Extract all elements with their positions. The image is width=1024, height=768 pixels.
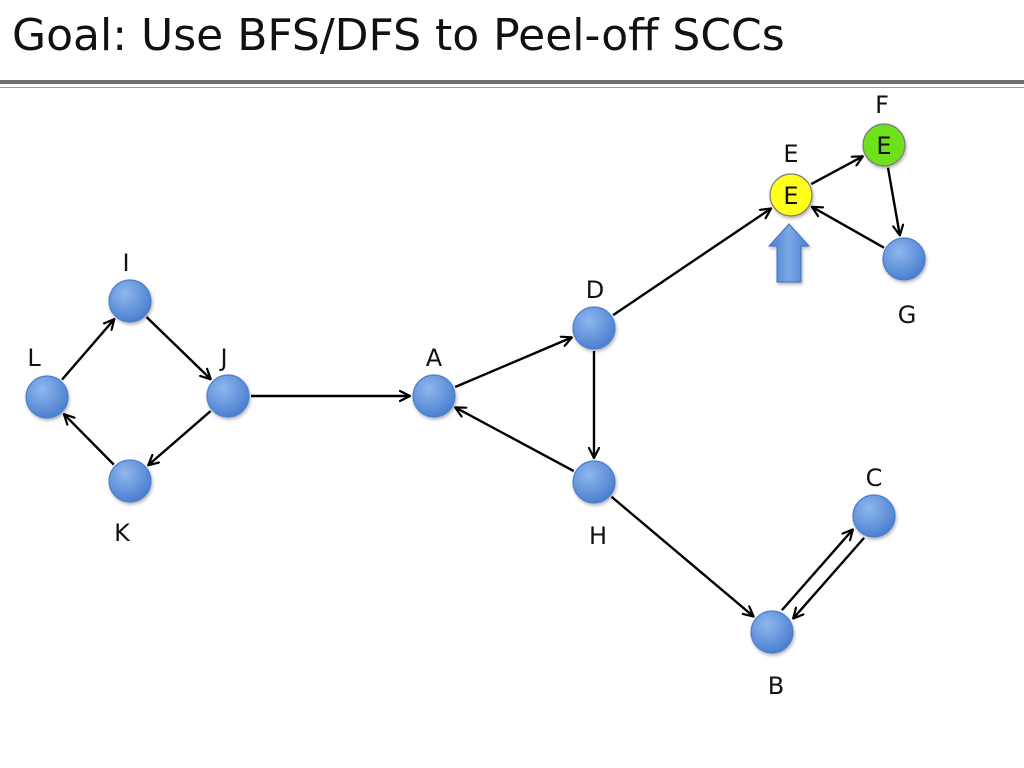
node-e-label: E [783,140,798,168]
node-j [206,374,250,418]
edge-b-to-c [781,529,853,611]
title-divider-thin [0,87,1024,88]
edge-d-to-e [612,208,771,317]
node-f-inner-label: E [876,132,891,160]
node-h-label: H [589,522,607,550]
up-arrow-icon [767,223,811,283]
edge-f-to-g [886,167,900,236]
slide-title: Goal: Use BFS/DFS to Peel-off SCCs [12,10,785,61]
edges-layer [61,156,900,619]
node-e-inner-label: E [783,182,798,210]
node-f-label: F [875,91,889,119]
node-c [852,494,896,538]
edge-c-to-b [793,537,865,619]
edge-e-to-f [810,156,863,186]
node-k [108,459,152,503]
node-b-label: B [768,672,784,700]
node-i [108,279,152,323]
node-d [572,306,616,350]
node-h [572,460,616,504]
node-b [750,610,794,654]
title-divider-thick [0,80,1024,84]
edge-h-to-a [455,407,575,473]
node-g-label: G [898,301,917,329]
edge-j-to-k [148,410,212,465]
edge-i-to-j [145,316,211,379]
node-c-label: C [866,464,883,492]
pointer-layer [767,223,811,283]
edge-k-to-l [64,414,115,466]
nodes-layer: EE [25,123,926,654]
edge-h-to-b [610,495,754,617]
edge-a-to-d [454,337,572,389]
node-e [769,173,813,217]
node-l [25,375,69,419]
edge-l-to-i [61,319,114,381]
node-a [412,374,456,418]
node-l-label: L [27,344,41,372]
node-f [862,123,906,167]
node-k-label: K [114,519,131,547]
node-j-label: J [218,344,227,372]
node-d-label: D [586,276,604,304]
edge-g-to-e [812,207,885,249]
node-a-label: A [426,344,443,372]
node-g [882,237,926,281]
node-i-label: I [122,249,129,277]
